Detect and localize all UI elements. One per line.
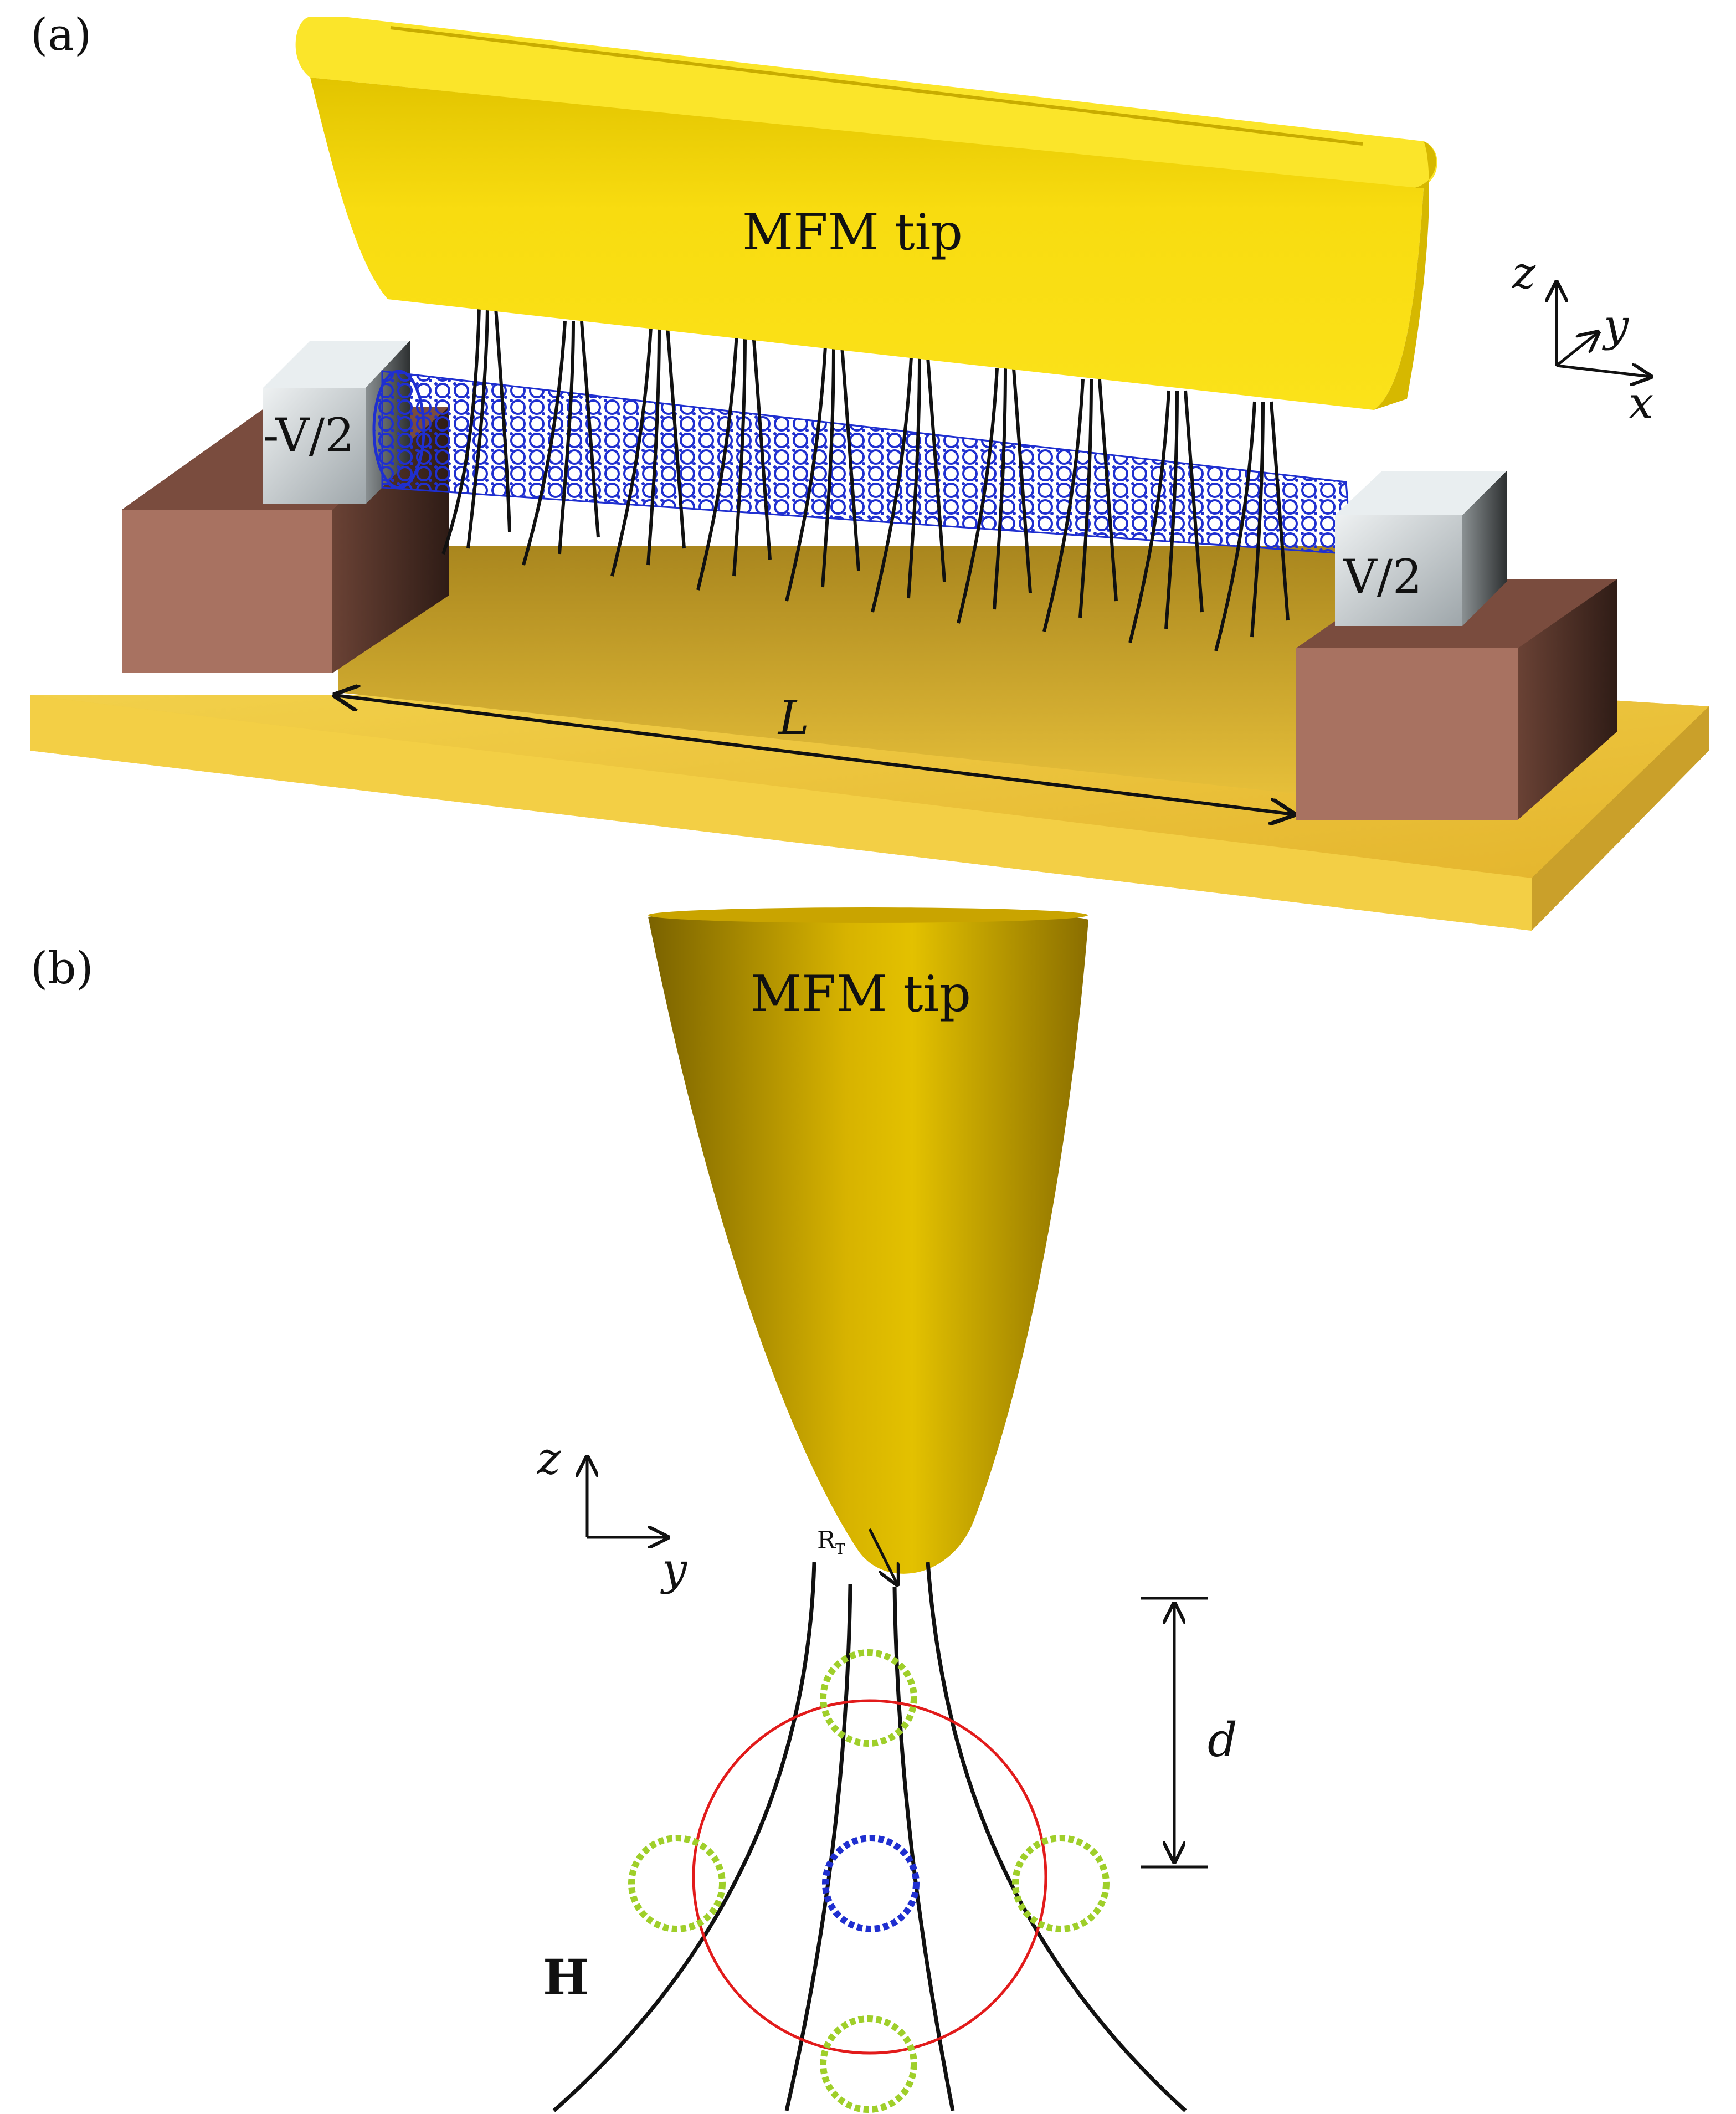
field-line-bundle [522, 321, 600, 566]
green-ring-bottom [820, 2015, 917, 2113]
field-line-bundle [871, 357, 946, 613]
field-line [552, 1562, 816, 2112]
panel-b: (b) MFM tip RT [30, 907, 1237, 2113]
panel-b-label: (b) [30, 942, 94, 994]
field-label: H [543, 1948, 589, 2006]
field-line [784, 1584, 852, 2111]
coordinate-axes-b [587, 1457, 667, 1537]
orbit-circle [692, 1699, 1047, 2055]
field-line-bundle [696, 332, 772, 591]
field-line [926, 1562, 1187, 2112]
radius-subscript: T [835, 1541, 845, 1558]
tube-cross-sections [628, 1649, 1110, 2113]
axis-z-label-a: z [1512, 247, 1536, 299]
distance-label: d [1208, 1713, 1237, 1767]
mfm-tip-paraboloid: MFM tip [648, 907, 1088, 1574]
panel-a-label: (a) [30, 9, 91, 60]
carbon-nanotube [372, 370, 1353, 555]
right-contact-cube [1335, 471, 1507, 626]
green-ring-left [628, 1835, 726, 1932]
field-line-bundle [1128, 390, 1204, 643]
axis-x-label-a: x [1629, 377, 1653, 429]
left-voltage-label: -V/2 [263, 408, 355, 463]
axis-z-label-b: z [537, 1433, 561, 1484]
green-ring-top [820, 1649, 917, 1747]
field-line [892, 1587, 955, 2111]
distance-dimension [1141, 1597, 1208, 1869]
mfm-tip-cantilever: MFM tip [295, 17, 1437, 410]
field-line-bundle [610, 326, 686, 577]
radius-symbol: R [817, 1526, 836, 1554]
tip-radius-indicator: RT [817, 1526, 897, 1584]
field-line-bundle [785, 346, 860, 602]
right-voltage-label: V/2 [1343, 550, 1422, 604]
length-label: L [777, 691, 809, 745]
length-dimension: L [335, 691, 1293, 814]
tip-label-a: MFM tip [742, 203, 963, 261]
field-line-bundle [1042, 379, 1118, 632]
axis-y-label-a: y [1602, 300, 1630, 351]
axis-y-label-b: y [660, 1543, 688, 1595]
tip-label-b: MFM tip [751, 965, 971, 1023]
blue-ring-center [822, 1835, 920, 1932]
green-ring-right [1012, 1835, 1110, 1932]
field-lines-panel-a [441, 307, 1290, 651]
coordinate-axes-a [1557, 283, 1651, 377]
field-lines-panel-b [552, 1562, 1187, 2112]
panel-a: (a) [30, 9, 1709, 931]
field-line-bundle [957, 368, 1032, 624]
field-line-bundle [1214, 401, 1290, 651]
field-line-bundle [441, 307, 511, 555]
radius-label: RT [817, 1526, 845, 1558]
